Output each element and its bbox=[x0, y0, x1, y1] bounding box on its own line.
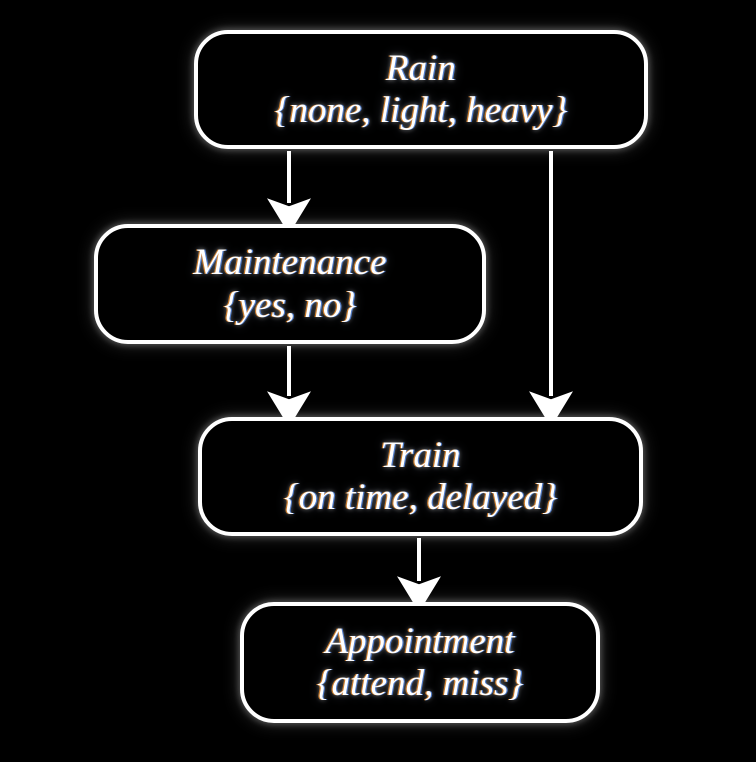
node-train-title: Train bbox=[380, 434, 461, 476]
node-train-states: {on time, delayed} bbox=[283, 477, 558, 518]
node-appointment[interactable]: Appointment {attend, miss} bbox=[240, 602, 600, 723]
node-maintenance-title: Maintenance bbox=[193, 242, 387, 284]
node-rain[interactable]: Rain {none, light, heavy} bbox=[194, 30, 648, 149]
node-appointment-title: Appointment bbox=[325, 620, 515, 662]
node-maintenance-states: {yes, no} bbox=[223, 284, 357, 326]
node-rain-states: {none, light, heavy} bbox=[274, 90, 568, 131]
node-rain-title: Rain bbox=[386, 47, 456, 89]
node-appointment-states: {attend, miss} bbox=[316, 663, 524, 704]
node-maintenance[interactable]: Maintenance {yes, no} bbox=[94, 224, 486, 344]
node-train[interactable]: Train {on time, delayed} bbox=[198, 417, 643, 536]
